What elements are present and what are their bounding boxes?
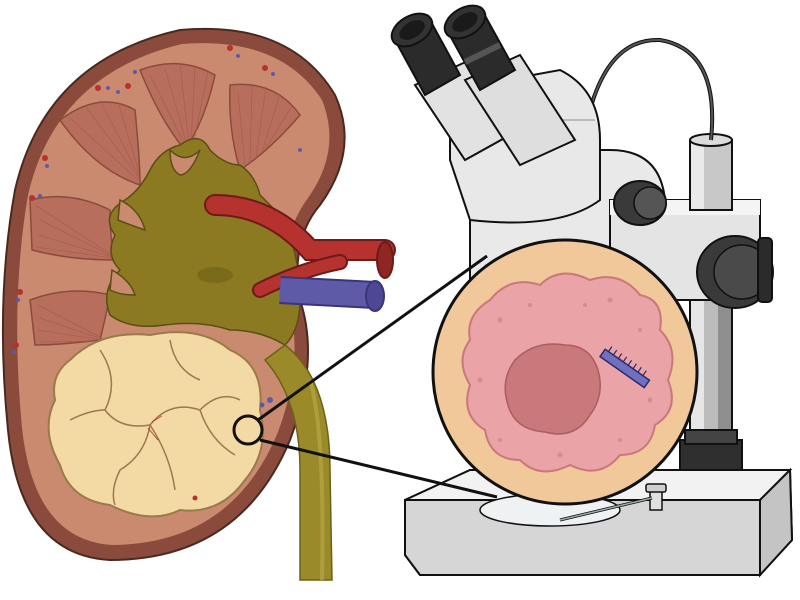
light-tube xyxy=(588,37,733,211)
magnified-tissue-view xyxy=(431,238,699,506)
eyepiece-left xyxy=(390,12,512,162)
renal-vein xyxy=(279,276,385,312)
renal-artery xyxy=(204,194,396,298)
sample-site-marker xyxy=(232,414,264,446)
magnification-callout xyxy=(257,254,498,499)
pelvis-highlight xyxy=(197,267,233,283)
tissue-speckles xyxy=(477,297,653,458)
kidney-cross-section xyxy=(1,27,396,581)
micro-probe xyxy=(598,346,651,389)
renal-pelvis xyxy=(105,137,301,346)
minor-calyces xyxy=(109,148,201,296)
pyramid-striations xyxy=(34,63,293,343)
renal-tumor xyxy=(47,331,265,518)
stage-clip xyxy=(559,483,667,522)
zoom-knob xyxy=(613,180,667,226)
tissue-core xyxy=(504,343,601,435)
eyepiece-right xyxy=(443,4,577,167)
cortical-vessels xyxy=(12,45,302,503)
focus-knob xyxy=(696,235,774,309)
